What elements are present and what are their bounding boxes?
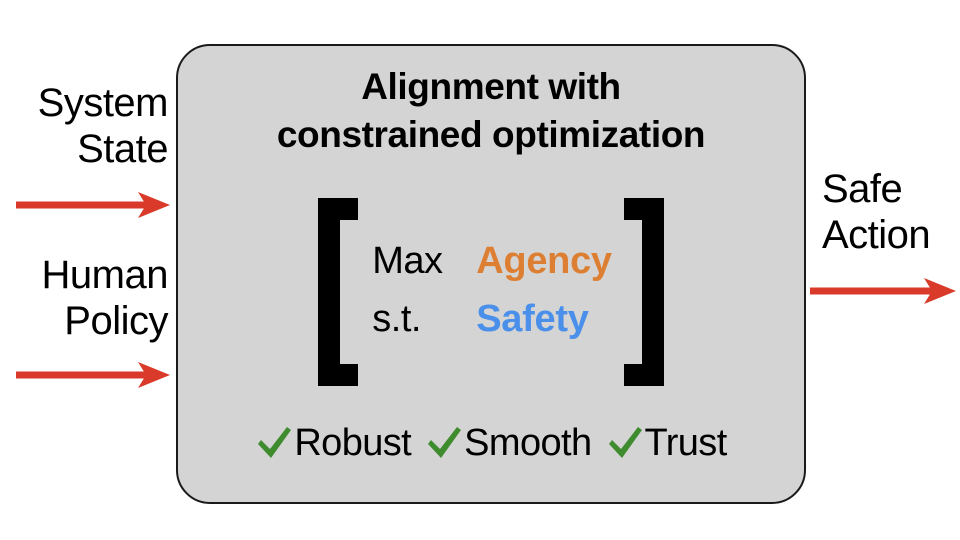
checkmark-icon-smooth (425, 423, 463, 463)
property-label-trust: Trust (644, 422, 728, 464)
properties-row: Robust Smooth Trust (178, 422, 804, 464)
right-bracket-icon (623, 198, 668, 386)
human-policy-label: Human Policy (41, 253, 169, 343)
right-arrow-icon-system-state (16, 192, 170, 218)
checkmark-icon-trust (606, 423, 644, 463)
optimization-rows: Max Agency s.t. Safety (372, 239, 612, 345)
constraint-operator: s.t. (372, 298, 421, 340)
property-smooth: Smooth (425, 422, 592, 464)
property-label-robust: Robust (294, 422, 412, 464)
left-bracket-icon (314, 198, 359, 386)
property-trust: Trust (606, 422, 727, 464)
right-arrow-icon-safe-action (810, 278, 956, 304)
box-title-line-1: Alignment with (361, 66, 621, 107)
optimization-row-constraint: s.t. Safety (372, 297, 611, 341)
optimization-row-objective: Max Agency (372, 239, 612, 283)
right-arrow-icon-human-policy (16, 362, 170, 388)
box-title-line-2: constrained optimization (276, 114, 706, 155)
checkmark-icon-robust (255, 423, 293, 463)
system-state-label: System State (37, 81, 169, 171)
safe-action-label: Safe Action (822, 167, 931, 257)
objective-term-agency: Agency (476, 240, 612, 282)
property-robust: Robust (255, 422, 412, 464)
box-title: Alignment with constrained optimization (178, 63, 804, 159)
constraint-term-safety: Safety (476, 298, 589, 340)
optimization-expression: Max Agency s.t. Safety (178, 192, 804, 392)
objective-operator: Max (372, 240, 443, 282)
property-label-smooth: Smooth (464, 422, 592, 464)
alignment-box: Alignment with constrained optimization … (176, 44, 806, 504)
